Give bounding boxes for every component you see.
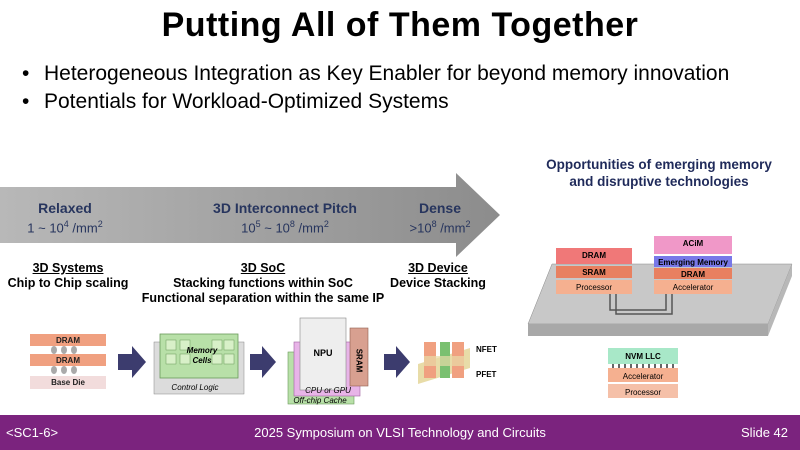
soc-stack-diagram (153, 333, 245, 395)
nfet-label: NFET (476, 345, 497, 354)
bullet-item: •Heterogeneous Integration as Key Enable… (22, 62, 730, 85)
category-desc: Functional separation within the same IP (141, 291, 385, 305)
opp-processor2-label: Processor (624, 388, 661, 397)
category-title: 3D Systems (32, 261, 104, 275)
dense-value-exp: 8 (431, 219, 437, 229)
category-3d-systems: 3D Systems Chip to Chip scaling (0, 261, 136, 291)
opp-emerging-memory-label: Emerging Memory (658, 258, 728, 267)
category-title: 3D Device (408, 261, 468, 275)
dram-label: DRAM (56, 336, 80, 345)
opp-acim-label: ACiM (682, 239, 704, 248)
pitch-value-a: 10 (241, 220, 256, 236)
slide-number: Slide 42 (741, 425, 788, 440)
opp-dram2-label: DRAM (681, 270, 705, 279)
pitch-value-unit: /mm (294, 220, 324, 236)
cpu-gpu-label: CPU or GPU (305, 386, 351, 395)
dense-label: Dense (418, 200, 462, 216)
opp-sram-label: SRAM (582, 268, 606, 277)
opp-accelerator-label: Accelerator (672, 283, 714, 292)
dense-value-unit: /mm (436, 220, 466, 236)
relaxed-value: 1 ~ 104 /mm2 (10, 216, 120, 236)
opp-accelerator2-label: Accelerator (622, 372, 664, 381)
integration-diagrams (30, 317, 470, 405)
relaxed-value-base: 1 ~ 10 (27, 220, 64, 236)
session-id: <SC1-6> (6, 425, 59, 440)
base-die-label: Base Die (51, 378, 85, 387)
unit-exp: 2 (465, 219, 471, 229)
bullet-text: Potentials for Workload-Optimized System… (44, 90, 449, 113)
opp-processor-label: Processor (575, 283, 612, 292)
pitch-value: 105 ~ 108 /mm2 (190, 216, 380, 236)
conference-name: 2025 Symposium on VLSI Technology and Ci… (254, 425, 546, 440)
pitch-value-b-exp: 8 (289, 219, 295, 229)
pitch-value-a-exp: 5 (255, 219, 261, 229)
pfet-label: PFET (476, 370, 497, 379)
category-desc: Chip to Chip scaling (7, 276, 129, 290)
opp-nvm-llc-label: NVM LLC (625, 352, 661, 361)
bullet-item: •Potentials for Workload-Optimized Syste… (22, 90, 449, 113)
category-3d-device: 3D Device Device Stacking (380, 261, 496, 291)
control-logic-label: Control Logic (171, 383, 219, 392)
npu-label: NPU (313, 348, 333, 358)
category-3d-soc: 3D SoC Stacking functions within SoC Fun… (128, 261, 398, 306)
opportunities-diagram (527, 236, 793, 398)
systems-stack-diagram (30, 334, 106, 389)
sram-vertical-label: SRAM (354, 348, 364, 373)
device-fins-diagram (418, 342, 470, 384)
unit-exp: 2 (97, 219, 103, 229)
bullet-list: •Heterogeneous Integration as Key Enable… (22, 62, 762, 118)
opp-dram-label: DRAM (582, 251, 606, 260)
pitch-value-b: ~ 10 (260, 220, 290, 236)
dense-value-base: >10 (409, 220, 432, 236)
unit-exp: 2 (323, 219, 329, 229)
npu-stack-diagram (287, 317, 369, 405)
dram-label: DRAM (56, 356, 80, 365)
pitch-arrow (0, 173, 500, 257)
category-title: 3D SoC (240, 261, 286, 275)
relaxed-label: Relaxed (38, 200, 92, 216)
slide-footer: <SC1-6> 2025 Symposium on VLSI Technolog… (0, 415, 800, 450)
dense-value: >108 /mm2 (388, 216, 492, 236)
category-desc: Stacking functions within SoC (173, 276, 353, 290)
opportunities-heading: Opportunities of emerging memory and dis… (546, 157, 772, 189)
relaxed-value-unit: /mm (68, 220, 98, 236)
offchip-cache-label: Off-chip Cache (293, 396, 347, 405)
slide-title: Putting All of Them Together (161, 6, 639, 44)
category-desc: Device Stacking (390, 276, 486, 290)
pitch-label: 3D Interconnect Pitch (213, 200, 357, 216)
bullet-text: Heterogeneous Integration as Key Enabler… (44, 62, 730, 85)
relaxed-value-exp: 4 (63, 219, 69, 229)
memory-cells-label: Memory Cells (186, 346, 218, 365)
